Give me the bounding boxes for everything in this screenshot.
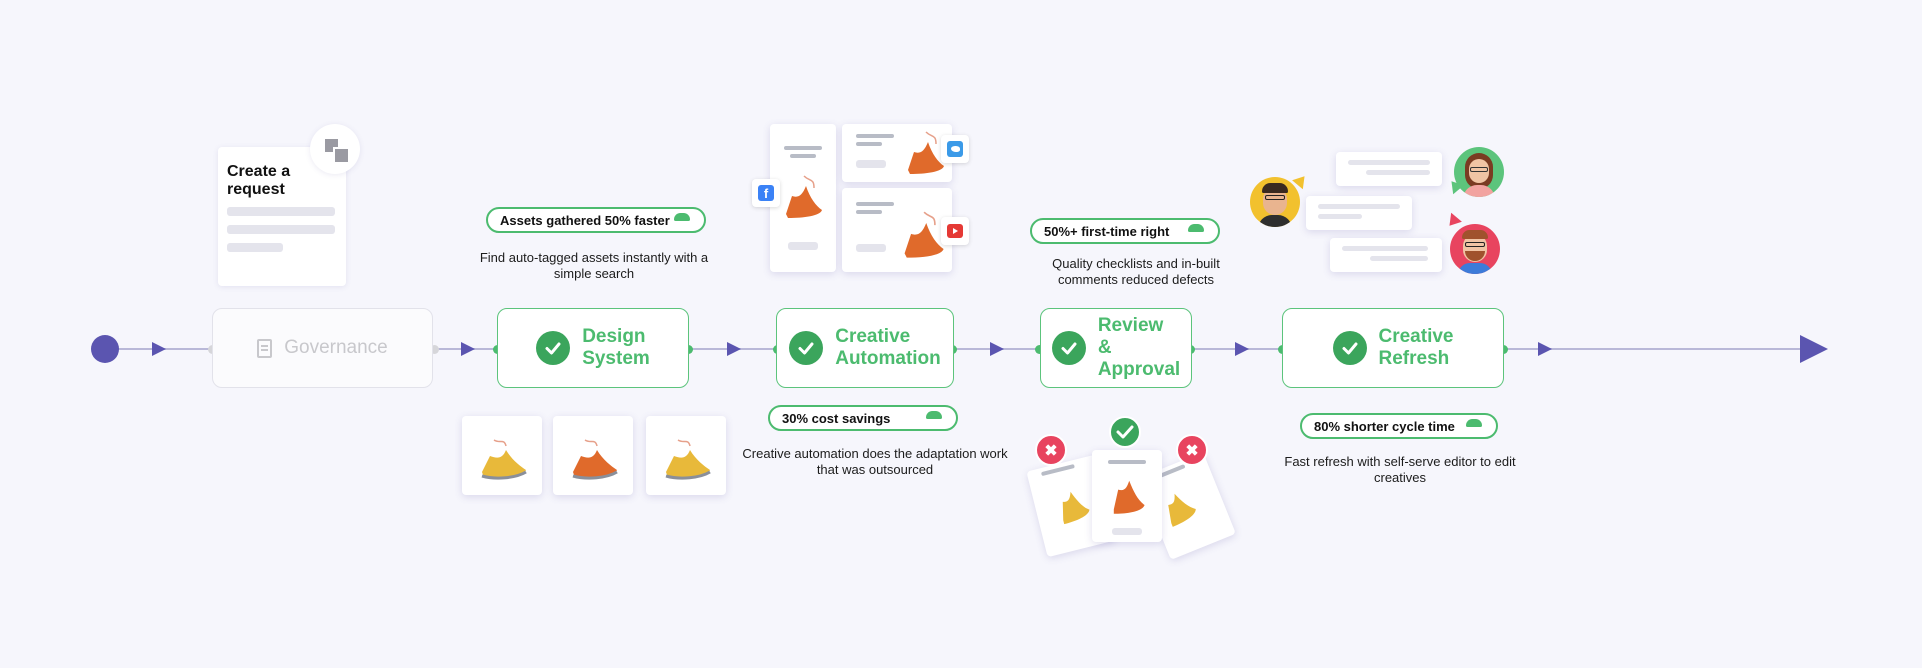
start-node	[91, 335, 119, 363]
badge-creative-refresh: 80% shorter cycle time	[1300, 413, 1498, 439]
placeholder-line	[227, 207, 335, 216]
shoe-image	[908, 131, 944, 174]
shoe-image	[1062, 491, 1090, 525]
check-icon	[789, 331, 824, 365]
request-title: Create a request	[227, 163, 291, 198]
asset-card	[553, 416, 633, 495]
stage-creative-refresh[interactable]: Creative Refresh	[1282, 308, 1504, 388]
review-card-left	[1026, 454, 1116, 558]
rejected-icon	[1176, 434, 1208, 466]
badge-text: 50%+ first-time right	[1044, 223, 1170, 239]
asset-card	[462, 416, 542, 495]
flow-arrow	[990, 342, 1004, 356]
ad-variant-square	[842, 188, 952, 272]
shoe-image	[786, 175, 822, 218]
review-card-right	[1138, 452, 1236, 560]
badge-creative-automation: 30% cost savings	[768, 405, 958, 431]
cloud-icon	[1188, 224, 1204, 232]
shoe-image	[904, 211, 944, 258]
badge-text: 30% cost savings	[782, 410, 891, 426]
flow-arrow	[152, 342, 166, 356]
description-creative-automation: Creative automation does the adaptation …	[742, 446, 1008, 477]
flow-arrow	[1538, 342, 1552, 356]
placeholder-line	[227, 225, 335, 234]
badge-review-approval: 50%+ first-time right	[1030, 218, 1220, 244]
avatar-woman	[1454, 147, 1504, 197]
check-icon	[536, 331, 571, 365]
flow-line	[104, 348, 1824, 350]
cloud-icon	[674, 213, 690, 221]
flow-arrow	[1235, 342, 1249, 356]
badge-text: 80% shorter cycle time	[1314, 418, 1455, 434]
check-icon	[1332, 331, 1367, 365]
cloud-icon	[926, 411, 942, 419]
shoe-image	[1168, 493, 1196, 527]
badge-design-system: Assets gathered 50% faster	[486, 207, 706, 233]
ad-variant-tall	[770, 124, 836, 272]
connector-dot	[430, 345, 439, 354]
cursor-pointer	[1444, 212, 1462, 231]
asset-card	[646, 416, 726, 495]
stage-label: Governance	[284, 337, 388, 358]
shoe-image	[665, 439, 711, 480]
check-icon	[1051, 331, 1086, 365]
stage-label: Review & Approval	[1097, 315, 1181, 380]
approved-icon	[1109, 416, 1141, 448]
description-creative-refresh: Fast refresh with self-serve editor to e…	[1284, 454, 1516, 485]
stage-label: Creative Refresh	[1378, 326, 1454, 369]
youtube-icon	[941, 217, 969, 245]
cloud-icon	[1466, 419, 1482, 427]
review-card-center	[1092, 450, 1162, 542]
stage-design-system[interactable]: Design System	[497, 308, 689, 388]
avatar-man-glasses	[1250, 177, 1300, 227]
stage-label: Creative Automation	[835, 326, 941, 369]
facebook-icon: f	[752, 179, 780, 207]
placeholder-line	[227, 243, 283, 252]
flow-arrow	[727, 342, 741, 356]
comment-card	[1330, 238, 1442, 272]
description-design-system: Find auto-tagged assets instantly with a…	[479, 250, 709, 281]
document-icon	[257, 338, 273, 358]
end-arrow	[1800, 335, 1828, 363]
avatar-man-beard	[1450, 224, 1500, 274]
badge-text: Assets gathered 50% faster	[500, 212, 670, 228]
stage-label: Design System	[582, 326, 650, 369]
shoe-image	[572, 439, 618, 480]
ad-variant-wide	[842, 124, 952, 182]
shoe-image	[481, 439, 527, 480]
flow-arrow	[461, 342, 475, 356]
shoe-image	[1113, 480, 1145, 514]
stage-creative-automation[interactable]: Creative Automation	[776, 308, 954, 388]
template-icon	[310, 124, 360, 174]
description-review-approval: Quality checklists and in-built comments…	[1052, 256, 1220, 287]
connector-dot	[1035, 345, 1044, 354]
stage-review-approval[interactable]: Review & Approval	[1040, 308, 1192, 388]
rejected-icon	[1035, 434, 1067, 466]
comment-card	[1336, 152, 1442, 186]
twitter-icon	[941, 135, 969, 163]
stage-governance[interactable]: Governance	[212, 308, 433, 388]
comment-card	[1306, 196, 1412, 230]
